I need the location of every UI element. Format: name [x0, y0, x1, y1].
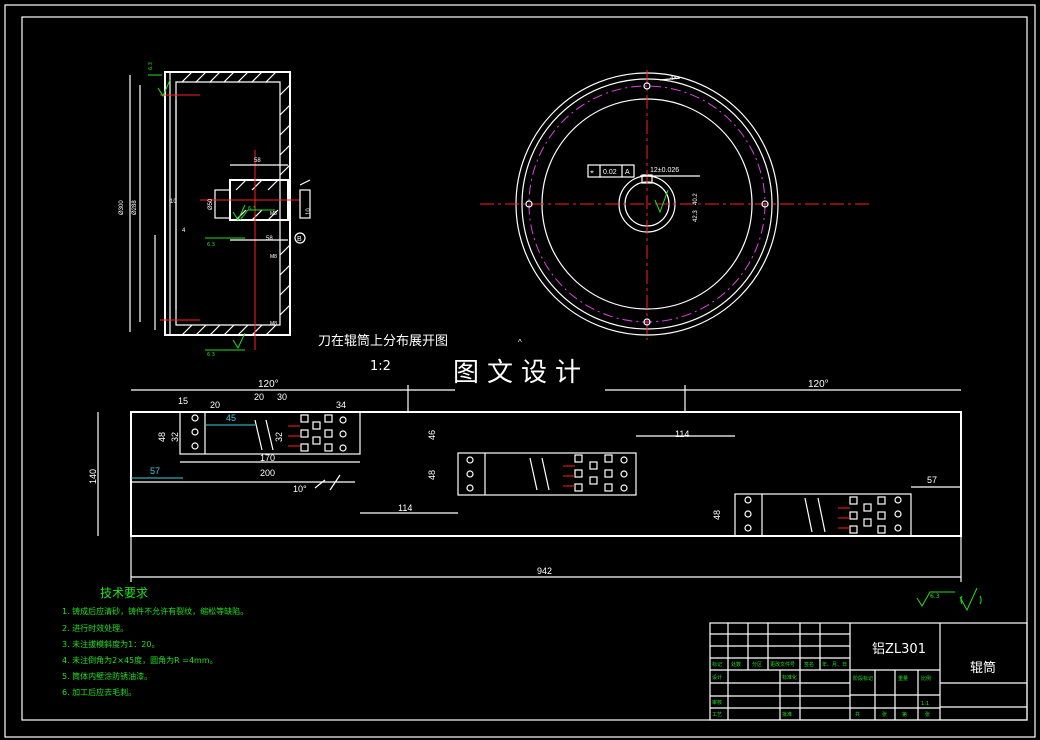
- material-label: 铝ZL301: [872, 642, 926, 657]
- tb-weight: 重量: [898, 675, 908, 682]
- caret-mark: ^: [518, 338, 522, 347]
- dim-200: 200: [260, 468, 275, 478]
- title-block: 铝ZL301 辊筒 标记 处数 分区 更改文件号 签名 年、月、日 设计 标准化…: [709, 622, 1028, 721]
- dim-30: 30: [277, 392, 287, 402]
- general-roughness: 6.3: [930, 593, 940, 600]
- dim-114a: 114: [675, 429, 689, 439]
- dim-m8-c: M8: [270, 321, 277, 327]
- dim-40: 40.2: [693, 193, 699, 205]
- dim-34: 34: [336, 400, 346, 410]
- tech-item-3: 3. 未注拔模斜度为1：20。: [62, 639, 159, 649]
- tb-process: 工艺: [712, 712, 722, 718]
- dim-key-tolerance: 12±0.026: [650, 167, 679, 174]
- tb-sign: 签名: [804, 661, 814, 668]
- dim-46: 46: [427, 430, 437, 440]
- front-view: ⌖ 0.02 A 12±0.026 40.2 42.3 4×: [480, 70, 870, 340]
- tb-stage: 阶段标记: [853, 675, 873, 682]
- dim-48a: 48: [157, 432, 167, 442]
- layout-scale: 1:2: [370, 359, 391, 374]
- technical-requirements: 技术要求 1. 铸成后应清砂，铸件不允许有裂纹，缩松等缺陷。 2. 进行时效处理…: [62, 586, 982, 697]
- dim-57a: 57: [150, 466, 160, 476]
- dim-45: 45: [226, 413, 236, 423]
- dim-15: 15: [178, 396, 188, 406]
- dim-20a: 20: [210, 400, 220, 410]
- dim-10: 10: [170, 199, 177, 205]
- tech-item-4: 4. 未注倒角为2×45度，圆角为R =4mm。: [62, 655, 218, 665]
- dim-170: 170: [260, 453, 275, 463]
- layout-title: 刀在辊筒上分布展开图: [318, 333, 448, 349]
- tol-datum: A: [625, 169, 630, 176]
- tb-standard: 标准化: [782, 674, 797, 681]
- section-marker: B: [297, 236, 302, 243]
- watermark: 图文设计: [453, 358, 589, 388]
- development-layout: 120° 120° 15 20 20 30 34 45 48 32 32 170…: [88, 379, 962, 582]
- angle-120-right: 120°: [808, 379, 829, 390]
- dim-hub-length: 58: [266, 236, 273, 242]
- dim-20b: 20: [254, 392, 264, 402]
- roughness-hub: 6.3: [248, 206, 256, 212]
- tb-scale: 比例: [921, 675, 931, 682]
- tb-sheets: 张: [882, 711, 887, 718]
- dim-inner-diameter: Ø288: [132, 200, 138, 215]
- tech-title: 技术要求: [100, 586, 148, 600]
- hole-count-label: 4×: [670, 76, 677, 82]
- dim-outer-diameter: Ø300: [119, 200, 125, 215]
- dim-57b: 57: [927, 475, 937, 485]
- dim-48b: 48: [427, 470, 437, 480]
- tb-sheet: 张: [925, 711, 930, 718]
- dim-114b: 114: [398, 503, 412, 513]
- outer-frame: [4, 4, 1036, 738]
- dim-hub-width: 58: [254, 158, 261, 164]
- tb-approve: 批准: [782, 711, 792, 718]
- roughness-left: 6.3: [207, 242, 215, 248]
- tb-total: 共: [855, 711, 860, 718]
- tb-change-doc: 更改文件号: [770, 661, 795, 668]
- inner-frame: [21, 16, 1028, 721]
- tb-zone: 分区: [752, 661, 762, 668]
- dim-key-width: 10: [306, 208, 312, 215]
- dim-m8-a: M8: [270, 211, 277, 217]
- part-name: 辊筒: [970, 660, 996, 676]
- tb-mark: 标记: [712, 661, 722, 668]
- dim-32b: 32: [274, 432, 284, 442]
- tb-no: 第: [902, 711, 907, 718]
- roughness-top: 6.3: [148, 62, 154, 70]
- tech-item-5: 5. 筒体内壁涂防锈油漆。: [62, 671, 152, 681]
- tech-item-1: 1. 铸成后应清砂，铸件不允许有裂纹，缩松等缺陷。: [62, 606, 248, 616]
- tb-scale-value: 1:1: [921, 701, 929, 707]
- dim-140: 140: [88, 469, 98, 484]
- tb-count: 处数: [731, 661, 741, 668]
- side-section-view: Ø300 Ø288 Ø50 58 58 10 4 M8 M8 M8 10 B 6…: [119, 62, 312, 358]
- tb-date: 年、月、日: [822, 661, 847, 668]
- dim-42: 42.3: [693, 210, 699, 222]
- tb-design: 设计: [712, 674, 722, 681]
- dim-942: 942: [537, 566, 552, 576]
- dim-10deg: 10°: [293, 484, 307, 494]
- tech-item-6: 6. 加工后应去毛刺。: [62, 687, 136, 697]
- dim-48c: 48: [712, 510, 722, 520]
- tol-value: 0.02: [603, 169, 617, 176]
- tol-symbol: ⌖: [590, 169, 594, 176]
- dim-m8-b: M8: [270, 254, 277, 260]
- dim-hub-diameter: Ø50: [208, 198, 214, 210]
- dim-4: 4: [182, 228, 186, 234]
- tb-review: 审核: [712, 699, 722, 706]
- angle-120-left: 120°: [258, 379, 279, 390]
- roughness-bottom: 6.3: [207, 352, 215, 358]
- dim-32a: 32: [170, 432, 180, 442]
- tech-item-2: 2. 进行时效处理。: [62, 623, 128, 633]
